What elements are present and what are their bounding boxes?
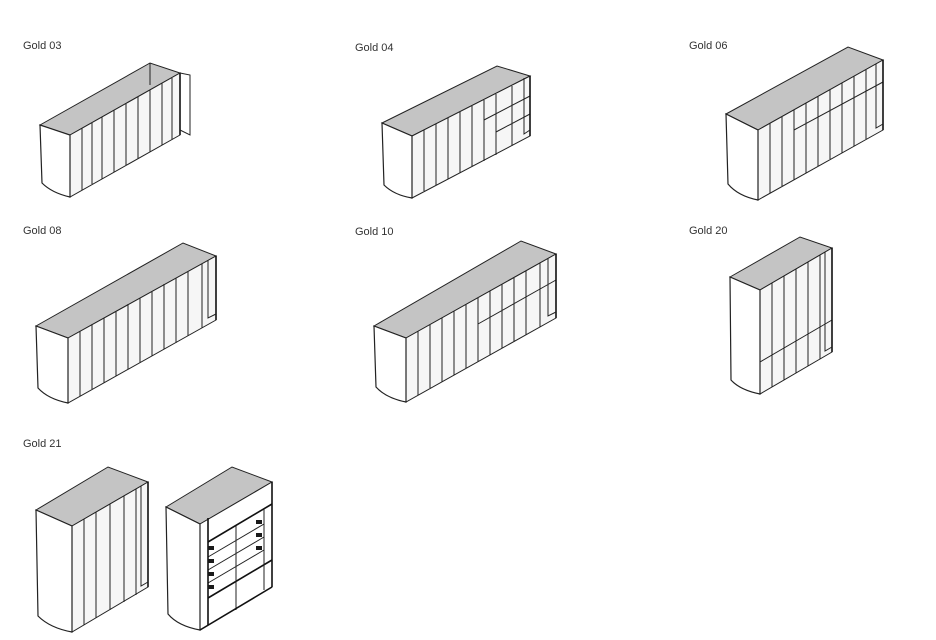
wine-bottle-slots bbox=[208, 520, 262, 589]
left-side-panel bbox=[39, 124, 71, 198]
model-label-gold-10: Gold 10 bbox=[355, 226, 394, 238]
left-side-panel bbox=[35, 325, 69, 404]
cabinet-drawing-gold-21-closed bbox=[34, 466, 150, 633]
left-side-panel bbox=[373, 325, 407, 403]
door-lines bbox=[769, 69, 884, 193]
sideboard-drawing-gold-10 bbox=[372, 240, 558, 403]
left-side-panel bbox=[729, 276, 761, 395]
sideboard-drawing-gold-04 bbox=[380, 65, 532, 199]
left-side-panel bbox=[725, 113, 759, 201]
model-label-gold-04: Gold 04 bbox=[355, 42, 394, 54]
door-lines bbox=[79, 264, 203, 396]
cabinet-drawing-gold-21-open bbox=[164, 466, 274, 631]
sideboard-drawing-gold-06 bbox=[724, 46, 885, 201]
door-lines bbox=[759, 255, 833, 387]
door-lines bbox=[83, 489, 137, 625]
model-label-gold-08: Gold 08 bbox=[23, 225, 62, 237]
model-label-gold-03: Gold 03 bbox=[23, 40, 62, 52]
left-side-panel bbox=[381, 122, 413, 199]
door-lines bbox=[417, 263, 557, 395]
sideboard-drawing-gold-03 bbox=[38, 62, 191, 198]
model-label-gold-20: Gold 20 bbox=[689, 225, 728, 237]
model-label-gold-21: Gold 21 bbox=[23, 438, 62, 450]
interior-shelves bbox=[207, 503, 273, 625]
left-side-panel bbox=[165, 506, 201, 631]
sideboard-drawing-gold-08 bbox=[34, 242, 218, 404]
cabinet-drawing-gold-20 bbox=[728, 236, 834, 395]
left-side-panel bbox=[35, 509, 73, 633]
door-lines bbox=[81, 78, 173, 190]
model-label-gold-06: Gold 06 bbox=[689, 40, 728, 52]
